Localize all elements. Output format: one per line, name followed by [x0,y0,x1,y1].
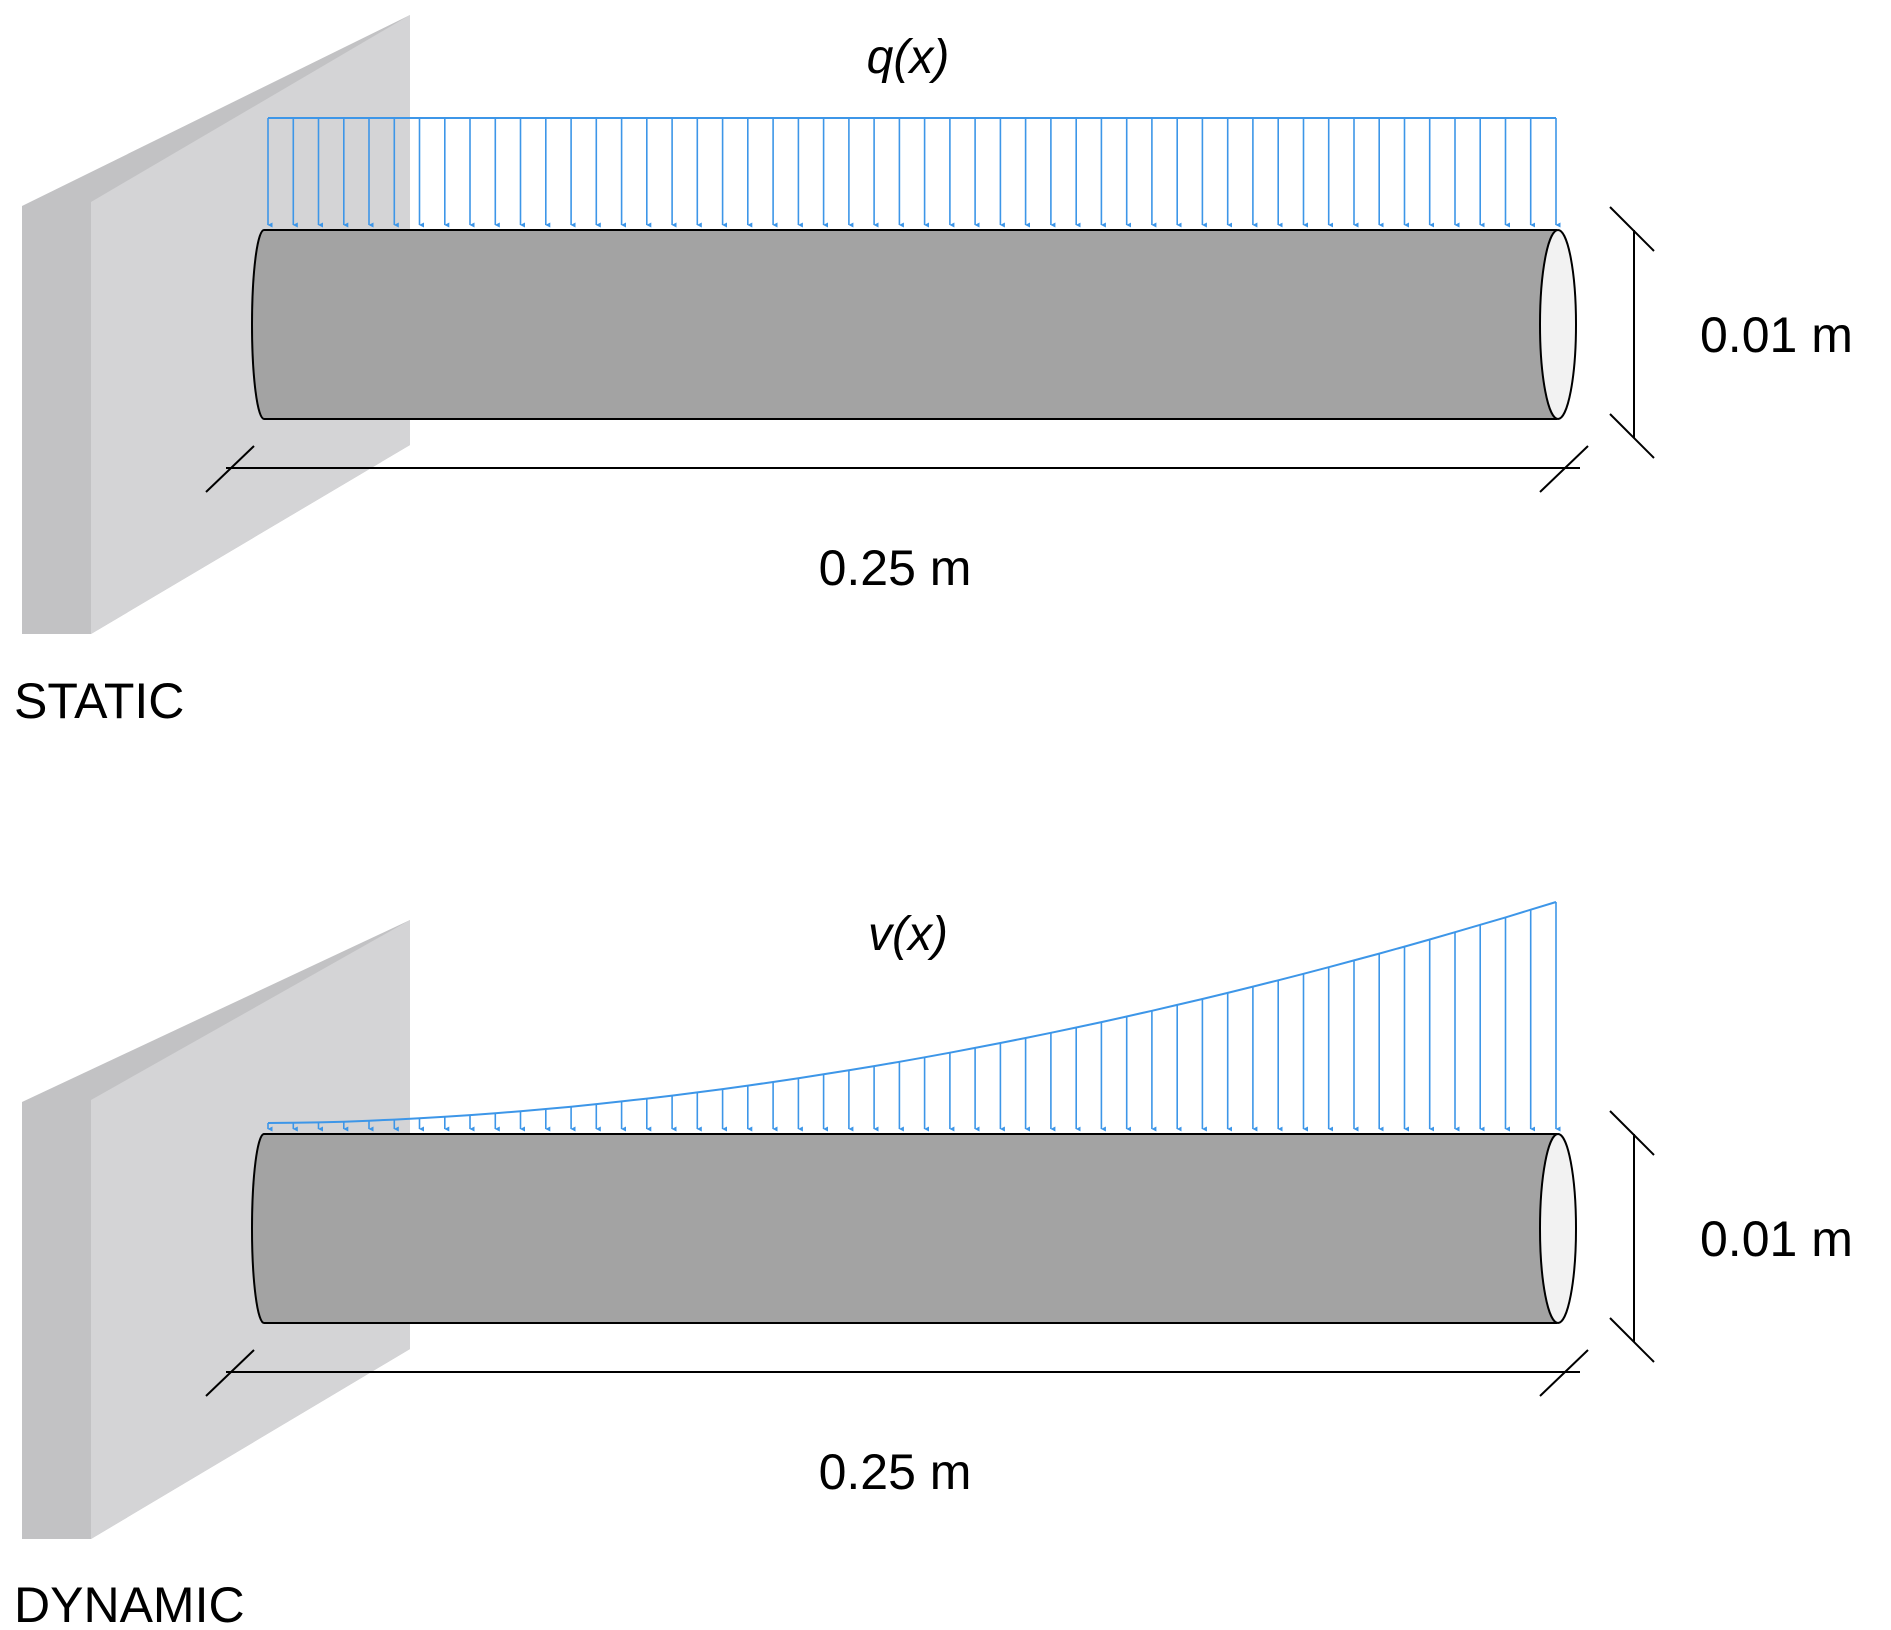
dynamic-mode-label: DYNAMIC [14,1577,245,1630]
dynamic-wall [22,920,410,1539]
dynamic-beam-body [251,1133,1557,1324]
dynamic-load-arrows [267,901,1561,1132]
static-diameter-dimension [1609,206,1655,459]
static-beam-end [1539,229,1577,420]
static-wall [22,15,410,634]
dynamic-load-label: v(x) [868,908,948,961]
dynamic-load-envelope [267,901,1557,1124]
static-panel: q(x) 0.25 m 0.01 m STATIC [14,15,1853,729]
dynamic-wall-front [91,920,410,1539]
static-length-label: 0.25 m [819,540,972,596]
static-mode-label: STATIC [14,673,184,729]
static-load-label: q(x) [867,31,950,84]
dynamic-panel: v(x) 0.25 m 0.01 m DYNAMIC [14,901,1853,1630]
static-beam-body [251,229,1557,420]
dynamic-diameter-label: 0.01 m [1700,1211,1853,1267]
static-beam [251,229,1577,420]
static-length-dimension [205,445,1589,493]
static-load-arrows [267,117,1561,228]
dynamic-length-dimension [205,1349,1589,1397]
dynamic-diameter-dimension [1609,1110,1655,1363]
static-diameter-label: 0.01 m [1700,307,1853,363]
static-wall-front [91,15,410,634]
dynamic-length-label: 0.25 m [819,1444,972,1500]
dynamic-beam [251,1133,1577,1324]
dynamic-beam-end [1539,1133,1577,1324]
